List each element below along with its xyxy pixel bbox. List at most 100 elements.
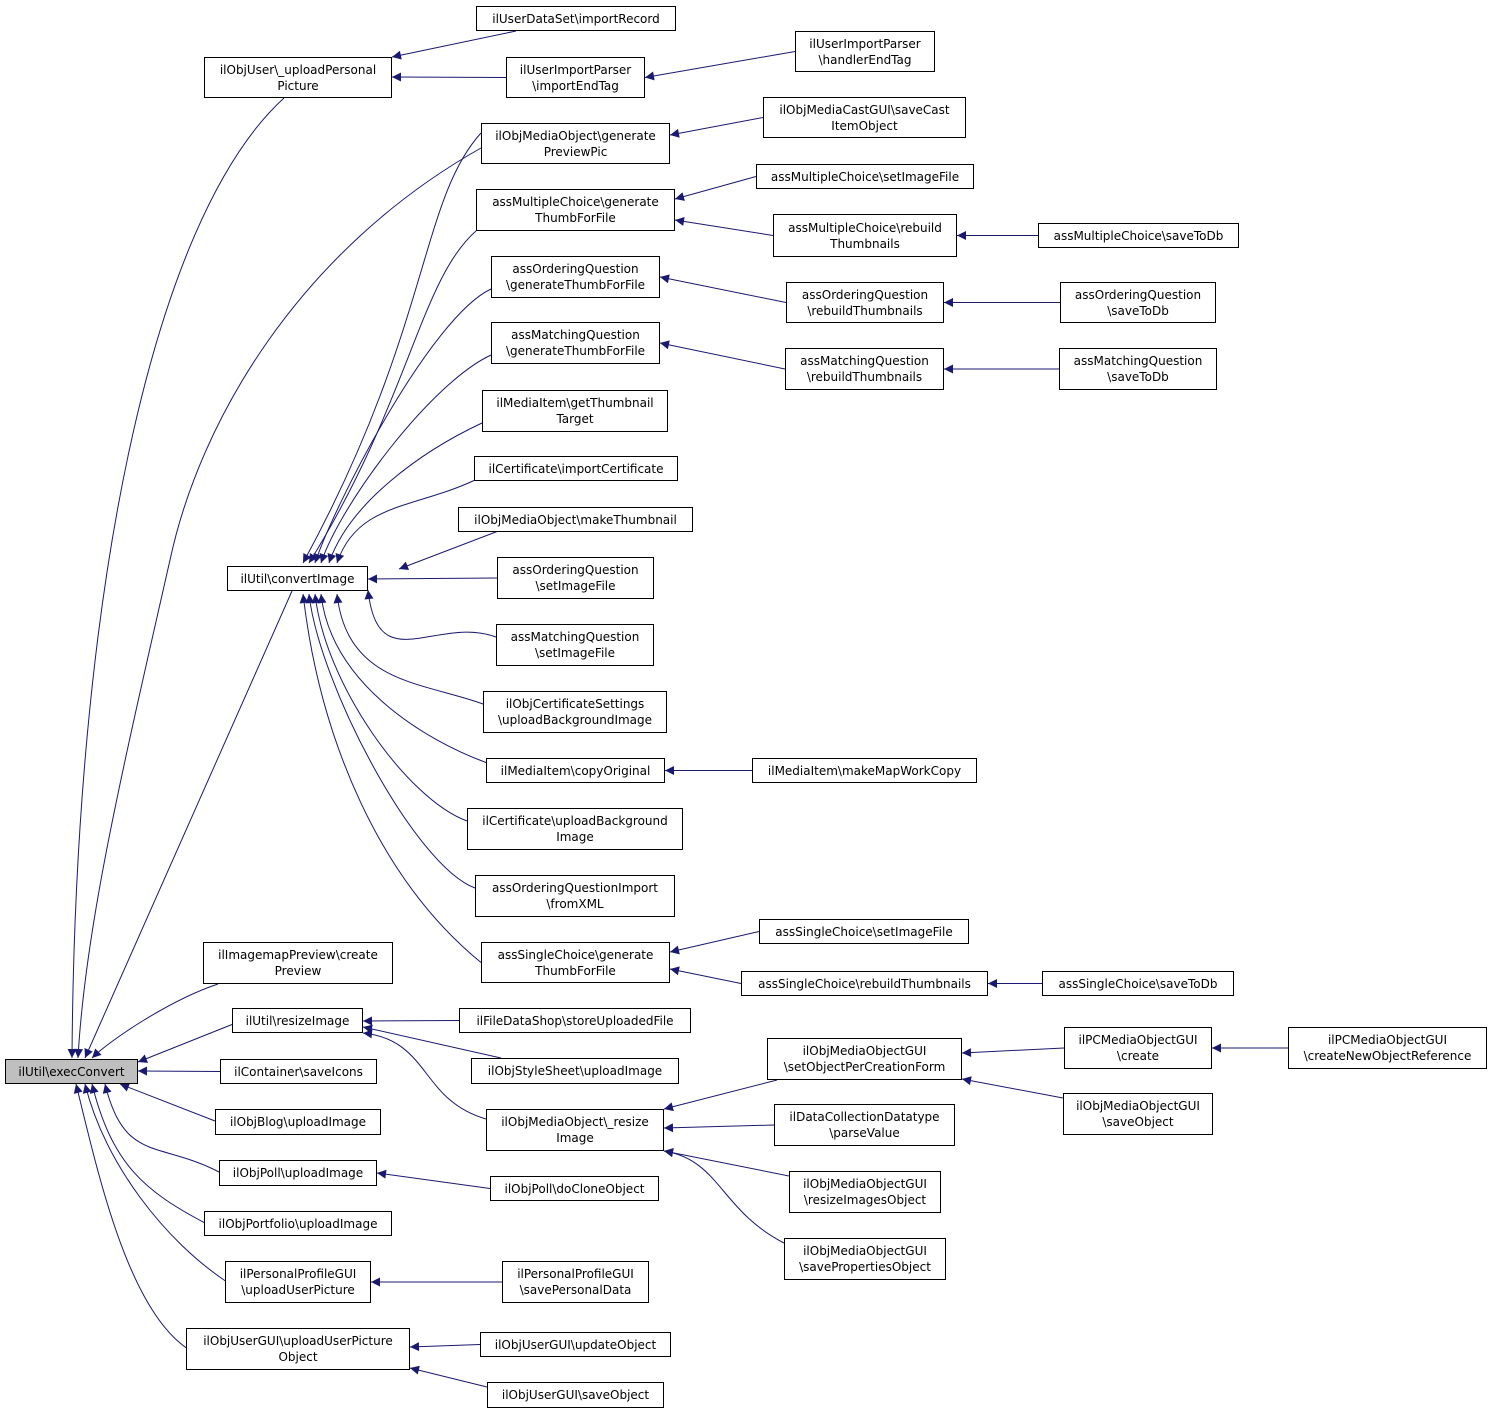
edge-mediaObjectGUISavePropertiesObject-to-mediaObjectResizeImage <box>663 1147 785 1244</box>
node-media-object-g-u-i-set-object-per-creation-form[interactable]: ilObjMediaObjectGUI \setObjectPerCreatio… <box>767 1038 962 1080</box>
node-media-object-resize-image[interactable]: ilObjMediaObject\_resize Image <box>486 1109 664 1151</box>
node-blog-upload-image[interactable]: ilObjBlog\uploadImage <box>215 1109 381 1135</box>
edge-mediaObjectGUISaveObject-to-mediaObjectGUISetObjectPerCreationForm <box>961 1076 1064 1099</box>
node-media-object-generate-preview-pic[interactable]: ilObjMediaObject\generate PreviewPic <box>481 123 670 164</box>
node-sc-rebuild-thumbnails[interactable]: assSingleChoice\rebuildThumbnails <box>741 971 988 996</box>
node-mc-save-to-db[interactable]: assMultipleChoice\saveToDb <box>1038 223 1239 248</box>
node-pc-media-object-g-u-i-create-new-object-reference[interactable]: ilPCMediaObjectGUI \createNewObjectRefer… <box>1288 1027 1487 1069</box>
node-poll-do-clone-object[interactable]: ilObjPoll\doCloneObject <box>490 1176 659 1201</box>
edge-oqRebuildThumbnails-to-oqGenerateThumbForFile <box>659 274 787 303</box>
node-certificate-upload-background-image[interactable]: ilCertificate\uploadBackground Image <box>467 808 683 850</box>
node-oq-rebuild-thumbnails[interactable]: assOrderingQuestion \rebuildThumbnails <box>786 282 944 323</box>
node-media-object-g-u-i-save-properties-object[interactable]: ilObjMediaObjectGUI \savePropertiesObjec… <box>784 1238 946 1280</box>
node-media-object-make-thumbnail[interactable]: ilObjMediaObject\makeThumbnail <box>458 507 693 532</box>
node-resize-image[interactable]: ilUtil\resizeImage <box>232 1008 363 1033</box>
node-label: ilObjStyleSheet\uploadImage <box>487 1064 663 1078</box>
node-media-item-copy-original[interactable]: ilMediaItem\copyOriginal <box>486 758 665 783</box>
node-label: ilObjMediaObject\makeThumbnail <box>474 512 677 527</box>
edge-scGenerateThumbForFile-to-convertImage <box>299 593 482 963</box>
node-imagemap-preview-create-preview[interactable]: ilImagemapPreview\create Preview <box>203 942 393 984</box>
node-media-item-make-map-work-copy[interactable]: ilMediaItem\makeMapWorkCopy <box>752 758 977 783</box>
node-sc-set-image-file[interactable]: assSingleChoice\setImageFile <box>759 919 969 944</box>
node-label: ilObjUserGUI\updateObject <box>494 1337 657 1352</box>
node-user-import-parser-handler-end-tag[interactable]: ilUserImportParser \handlerEndTag <box>795 31 935 72</box>
node-mc-set-image-file[interactable]: assMultipleChoice\setImageFile <box>756 164 974 189</box>
node-mq-save-to-db[interactable]: assMatchingQuestion \saveToDb <box>1059 348 1217 390</box>
node-sc-save-to-db[interactable]: assSingleChoice\saveToDb <box>1042 971 1234 996</box>
edge-mediaObjectResizeImage-to-resizeImage <box>362 1029 487 1120</box>
edge-pcMediaObjectGUICreate-to-mediaObjectGUISetObjectPerCreationForm <box>961 1047 1065 1058</box>
node-label: ilPersonalProfileGUI \savePersonalData <box>517 1267 634 1297</box>
node-mq-rebuild-thumbnails[interactable]: assMatchingQuestion \rebuildThumbnails <box>785 348 944 390</box>
edge-userImportParserHandlerEndTag-to-userImportParserImportEndTag <box>644 51 796 81</box>
edge-pollUploadImage-to-execConvert <box>102 1083 222 1174</box>
node-personal-profile-save-personal-data[interactable]: ilPersonalProfileGUI \savePersonalData <box>502 1261 649 1303</box>
edge-convertImage-to-execConvert <box>84 590 293 1059</box>
node-label: ilObjCertificateSettings \uploadBackgrou… <box>497 697 653 727</box>
edge-oqImportFromXML-to-convertImage <box>305 593 476 889</box>
node-label: assSingleChoice\saveToDb <box>1058 976 1218 991</box>
edge-mediaObjectGeneratePreviewPic-to-convertImage <box>302 132 482 564</box>
node-data-collection-datatype-parse-value[interactable]: ilDataCollectionDatatype \parseValue <box>774 1104 955 1146</box>
node-label: assSingleChoice\setImageFile <box>775 924 953 939</box>
edge-mcRebuildThumbnails-to-mcGenerateThumbForFile <box>674 216 774 236</box>
node-poll-upload-image[interactable]: ilObjPoll\uploadImage <box>219 1160 377 1186</box>
node-personal-profile-upload-user-picture[interactable]: ilPersonalProfileGUI \uploadUserPicture <box>225 1261 371 1303</box>
node-media-item-get-thumbnail-target[interactable]: ilMediaItem\getThumbnail Target <box>482 390 668 432</box>
node-label: assMatchingQuestion \rebuildThumbnails <box>800 354 929 384</box>
node-label: assMultipleChoice\saveToDb <box>1053 228 1224 243</box>
node-label: ilObjMediaObjectGUI \setObjectPerCreatio… <box>783 1044 946 1074</box>
node-sc-generate-thumb-for-file[interactable]: assSingleChoice\generate ThumbForFile <box>481 942 670 983</box>
edge-userGUIUploadUserPictureObject-to-execConvert <box>73 1083 189 1350</box>
node-media-object-g-u-i-save-object[interactable]: ilObjMediaObjectGUI \saveObject <box>1063 1093 1213 1135</box>
edge-mqRebuildThumbnails-to-mqGenerateThumbForFile <box>659 340 786 370</box>
edge-personalProfileUploadUserPicture-to-execConvert <box>82 1083 228 1283</box>
node-mq-generate-thumb-for-file[interactable]: assMatchingQuestion \generateThumbForFil… <box>491 322 660 364</box>
edge-certSettingsUploadBackgroundImage-to-convertImage <box>333 593 484 705</box>
node-label: assMultipleChoice\rebuild Thumbnails <box>788 220 942 251</box>
node-mc-rebuild-thumbnails[interactable]: assMultipleChoice\rebuild Thumbnails <box>773 214 957 257</box>
edge-userGUISaveObject-to-userGUIUploadUserPictureObject <box>409 1365 488 1388</box>
node-mq-set-image-file[interactable]: assMatchingQuestion \setImageFile <box>496 624 654 666</box>
node-media-cast-save-cast-item-object[interactable]: ilObjMediaCastGUI\saveCast ItemObject <box>763 97 966 138</box>
edge-certificateUploadBackgroundImage-to-convertImage <box>311 593 468 822</box>
node-certificate-import-certificate[interactable]: ilCertificate\importCertificate <box>474 456 678 481</box>
node-user-g-u-i-update-object[interactable]: ilObjUserGUI\updateObject <box>480 1332 671 1357</box>
node-label: assMultipleChoice\setImageFile <box>770 169 960 184</box>
node-label: ilImagemapPreview\create Preview <box>218 948 378 978</box>
node-file-data-shop-store-uploaded-file[interactable]: ilFileDataShop\storeUploadedFile <box>459 1008 691 1033</box>
node-label: ilContainer\saveIcons <box>234 1064 363 1079</box>
node-user-g-u-i-upload-user-picture-object[interactable]: ilObjUserGUI\uploadUserPicture Object <box>186 1328 410 1370</box>
edge-userImportParserImportEndTag-to-uploadPersonalPicture <box>391 72 507 82</box>
node-style-sheet-upload-image[interactable]: ilObjStyleSheet\uploadImage <box>471 1058 679 1084</box>
edge-mediaItemGetThumbnailTarget-to-convertImage <box>327 422 483 564</box>
edge-mediaObjectGeneratePreviewPic-to-execConvert <box>74 147 482 1059</box>
node-exec-convert: ilUtil\execConvert <box>5 1059 138 1084</box>
node-mc-generate-thumb-for-file[interactable]: assMultipleChoice\generate ThumbForFile <box>476 189 675 231</box>
edge-containerSaveIcons-to-execConvert <box>137 1066 221 1076</box>
node-label: ilObjPortfolio\uploadImage <box>218 1216 378 1231</box>
node-oq-save-to-db[interactable]: assOrderingQuestion \saveToDb <box>1060 282 1216 323</box>
node-label: assMatchingQuestion \setImageFile <box>510 630 640 660</box>
edge-styleSheetUploadImage-to-resizeImage <box>362 1024 502 1059</box>
edge-portfolioUploadImage-to-execConvert <box>89 1083 207 1224</box>
node-user-import-parser-import-end-tag[interactable]: ilUserImportParser \importEndTag <box>506 57 645 98</box>
node-container-save-icons[interactable]: ilContainer\saveIcons <box>220 1059 377 1084</box>
node-label: assOrderingQuestion \saveToDb <box>1074 287 1202 318</box>
edge-dataCollectionDatatypeParseValue-to-mediaObjectResizeImage <box>663 1123 775 1133</box>
node-pc-media-object-g-u-i-create[interactable]: ilPCMediaObjectGUI \create <box>1064 1027 1212 1069</box>
node-oq-import-from-x-m-l[interactable]: assOrderingQuestionImport \fromXML <box>475 875 675 917</box>
node-portfolio-upload-image[interactable]: ilObjPortfolio\uploadImage <box>204 1211 392 1236</box>
node-cert-settings-upload-background-image[interactable]: ilObjCertificateSettings \uploadBackgrou… <box>483 691 667 733</box>
edge-mcGenerateThumbForFile-to-convertImage <box>308 230 477 564</box>
edge-userGUIUpdateObject-to-userGUIUploadUserPictureObject <box>409 1342 481 1352</box>
node-user-data-set-import-record[interactable]: ilUserDataSet\importRecord <box>476 6 676 31</box>
node-convert-image[interactable]: ilUtil\convertImage <box>227 566 368 591</box>
node-media-object-g-u-i-resize-images-object[interactable]: ilObjMediaObjectGUI \resizeImagesObject <box>789 1171 941 1213</box>
node-oq-generate-thumb-for-file[interactable]: assOrderingQuestion \generateThumbForFil… <box>491 256 660 298</box>
node-user-g-u-i-save-object[interactable]: ilObjUserGUI\saveObject <box>487 1382 664 1408</box>
node-oq-set-image-file[interactable]: assOrderingQuestion \setImageFile <box>497 557 654 599</box>
node-label: ilObjPoll\uploadImage <box>232 1166 364 1180</box>
node-upload-personal-picture[interactable]: ilObjUser\_uploadPersonal Picture <box>204 57 392 98</box>
